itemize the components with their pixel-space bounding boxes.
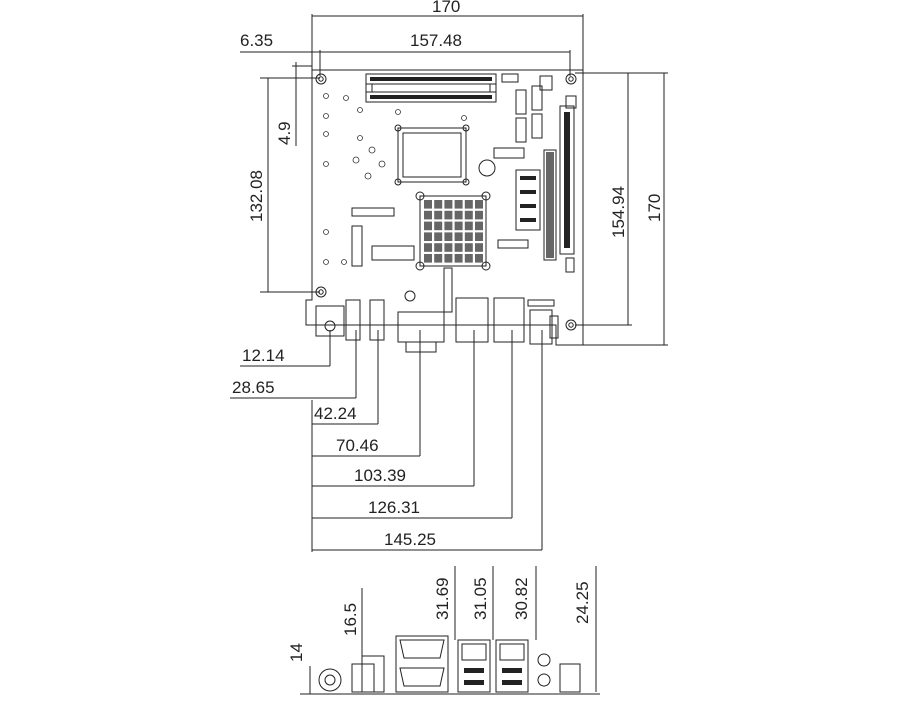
right-hole-span-label: 154.94 xyxy=(609,186,628,238)
heatsink-fin xyxy=(475,243,483,252)
heatsink-fin xyxy=(454,210,463,220)
heatsink-fin xyxy=(424,254,432,263)
io-offset-label: 103.39 xyxy=(354,466,406,485)
top-hole-offset-label: 4.9 xyxy=(275,121,294,145)
pin-headers xyxy=(351,147,575,313)
board-top-view xyxy=(305,69,584,353)
cmos-battery xyxy=(478,159,496,177)
heatsink-fin xyxy=(464,200,473,209)
heatsink-fin xyxy=(464,232,473,241)
sata-connectors xyxy=(515,75,553,143)
height-label-6: 24.25 xyxy=(573,581,592,624)
small-components xyxy=(323,93,467,265)
mounting-hole-top-left xyxy=(315,73,327,85)
top-dimension-group: 170 157.48 6.35 xyxy=(240,0,584,80)
heatsink-fin xyxy=(424,200,432,209)
mount-span-label: 157.48 xyxy=(410,31,462,50)
chipset-heatsink xyxy=(415,191,491,271)
heatsink-fin xyxy=(475,254,483,263)
heatsink-fin xyxy=(475,221,483,231)
overall-width-label: 170 xyxy=(432,0,460,16)
io-offset-label: 42.24 xyxy=(314,404,357,423)
mounting-hole-bottom-right xyxy=(565,319,577,331)
overall-height-label: 170 xyxy=(645,194,664,222)
io-offset-label: 12.14 xyxy=(242,346,285,365)
usb-stack-1 xyxy=(351,655,385,693)
heatsink-fin xyxy=(475,200,483,209)
heatsink-fin xyxy=(424,210,432,220)
heatsink-fin xyxy=(464,243,473,252)
cpu-package xyxy=(394,124,470,186)
right-dimension-group: 154.94 170 xyxy=(575,72,668,346)
io-offset-dimensions: 12.14 28.65 42.24 70.46 103.39 126.31 145.25 xyxy=(230,330,543,552)
height-label-1: 14 xyxy=(287,643,306,662)
heatsink-fin xyxy=(454,200,463,209)
heatsink-fin xyxy=(434,232,443,241)
heatsink-fin xyxy=(434,210,443,220)
heatsink-fin xyxy=(424,232,432,241)
lan-usb-stack-1 xyxy=(457,639,491,693)
heatsink-fin xyxy=(475,210,483,220)
io-offset-label: 145.25 xyxy=(384,530,436,549)
height-label-5: 30.82 xyxy=(512,577,531,620)
heatsink-fin xyxy=(464,210,473,220)
heatsink-fin xyxy=(454,243,463,252)
heatsink-fin xyxy=(444,221,453,231)
pcie-slot xyxy=(559,95,577,255)
audio-jacks xyxy=(537,653,581,693)
io-offset-label: 126.31 xyxy=(368,498,420,517)
height-label-3: 31.69 xyxy=(433,577,452,620)
heatsink-fin xyxy=(444,210,453,220)
heatsink-fin xyxy=(434,221,443,231)
heatsink-fin xyxy=(434,254,443,263)
dual-vga-connector xyxy=(395,635,449,693)
heatsink-fin xyxy=(454,232,463,241)
left-dimension-group: 132.08 4.9 xyxy=(247,62,320,293)
heatsink-fin xyxy=(454,221,463,231)
heatsink-fin xyxy=(464,221,473,231)
heatsink-fin xyxy=(434,200,443,209)
dc-jack xyxy=(318,668,342,692)
heatsink-fin xyxy=(454,254,463,263)
heatsink-fin xyxy=(434,243,443,252)
heatsink-fin xyxy=(444,243,453,252)
heatsink-fin xyxy=(444,232,453,241)
heatsink-fin xyxy=(464,254,473,263)
rear-io-panel-view: 14 16.5 31.69 31.05 30.82 24.25 xyxy=(287,566,600,695)
left-hole-span-label: 132.08 xyxy=(247,170,266,222)
lan-usb-stack-2 xyxy=(495,639,529,693)
memory-slots xyxy=(365,73,519,103)
mount-offset-label: 6.35 xyxy=(240,31,273,50)
heatsink-fin xyxy=(444,254,453,263)
heatsink-fin xyxy=(424,243,432,252)
heatsink-fin xyxy=(475,232,483,241)
io-offset-label: 28.65 xyxy=(232,378,275,397)
mounting-hole-top-right xyxy=(565,73,577,85)
heatsink-fin xyxy=(424,221,432,231)
mounting-hole-bottom-left xyxy=(315,286,327,298)
height-label-4: 31.05 xyxy=(471,577,490,620)
height-label-2: 16.5 xyxy=(341,603,360,636)
io-offset-label: 70.46 xyxy=(336,436,379,455)
heatsink-fin xyxy=(444,200,453,209)
